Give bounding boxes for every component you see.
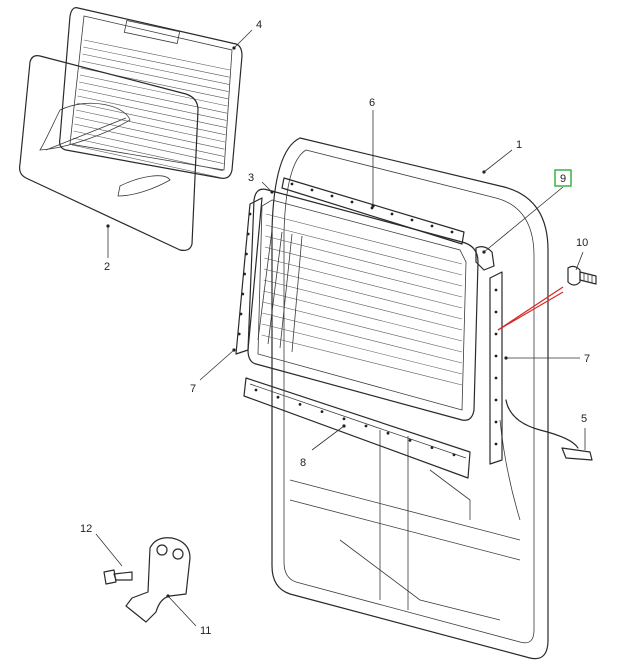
mounting-hole [237,332,241,336]
callout-6[interactable]: 6 [369,97,375,109]
louver-line [82,53,230,85]
louver-line [77,95,227,128]
louver-line [74,123,225,157]
callout-11[interactable]: 11 [200,625,211,637]
callout-12[interactable]: 12 [80,523,92,535]
mounting-hole [350,200,354,204]
callout-5[interactable]: 5 [581,413,587,425]
mounting-hole [320,410,324,413]
louver-line [261,323,463,375]
callout-labels: 4 2 3 6 1 9 10 7 7 5 8 12 11 [80,19,590,637]
callout-7-left[interactable]: 7 [190,383,196,395]
mounting-hole [430,224,434,228]
mounting-hole [239,312,243,316]
mounting-hole [410,218,414,222]
leader-lines [95,29,586,627]
louver-line [75,116,225,150]
louver-line [262,301,463,353]
louver-line [263,268,463,320]
mounting-hole [330,194,334,198]
mounting-hole [494,376,498,380]
part-10-screw[interactable] [567,265,597,286]
louver-line [262,312,463,364]
louver-line [73,130,224,164]
callout-9-highlight-box [554,169,572,187]
part-9-corner-clip[interactable] [475,246,495,271]
louver-line [263,279,463,331]
louver-line [261,334,463,386]
callout-1[interactable]: 1 [516,139,522,151]
louver-line [83,39,231,71]
mounting-hole [310,188,314,192]
mounting-hole [494,288,498,292]
callout-3[interactable]: 3 [248,172,254,184]
mounting-hole [408,439,412,442]
callout-10[interactable]: 10 [576,237,588,249]
part-11-bracket[interactable] [125,537,191,623]
mounting-hole [245,252,248,256]
louver-line [81,60,229,92]
mounting-hole [494,398,498,402]
louver-line [72,137,224,172]
louver-line [75,109,226,143]
part-3-window-frame[interactable] [247,188,479,421]
mounting-hole [450,230,454,234]
louver-line [83,46,230,78]
mounting-hole [342,417,346,421]
part-2-glass-pane[interactable] [19,55,199,251]
louver-line [263,290,463,342]
callout-9[interactable]: 9 [560,173,566,185]
mounting-hole [430,446,434,449]
callout-7-right[interactable]: 7 [584,353,590,365]
louver-line [76,102,226,136]
part-7-right-strip[interactable] [489,271,503,465]
louver-line [265,235,463,287]
mounting-hole [243,272,247,276]
mounting-hole [452,453,456,457]
mounting-hole [246,232,250,236]
mounting-hole [298,403,302,406]
louver-line [264,257,463,309]
part-7-left-strip[interactable] [235,197,263,355]
mounting-hole [290,182,294,186]
mounting-hole [241,292,245,296]
louver-line [78,88,227,121]
mounting-hole [494,310,498,314]
louver-line [264,246,463,298]
part-8-bottom-strip[interactable] [243,377,471,479]
part-1-frame[interactable] [271,137,549,660]
louver-line [79,74,228,107]
louver-line [265,213,463,265]
mounting-hole [494,442,498,446]
part-4-rear-panel[interactable] [59,7,243,179]
mounting-hole [390,212,394,216]
mounting-hole [276,395,280,399]
callout-8[interactable]: 8 [300,457,306,469]
part-12-bolt[interactable] [103,569,133,585]
mounting-hole [364,424,368,428]
mounting-hole [386,431,390,435]
callout-2[interactable]: 2 [104,261,110,273]
mounting-hole [494,354,498,358]
mounting-hole [248,212,252,216]
mounting-hole [494,332,498,336]
louver-line [79,81,228,114]
part-5-cable[interactable] [505,399,593,461]
louver-line [265,224,463,276]
callout-4[interactable]: 4 [256,19,262,31]
mounting-hole [254,388,258,392]
louver-line [71,144,223,179]
mounting-hole [494,420,498,424]
